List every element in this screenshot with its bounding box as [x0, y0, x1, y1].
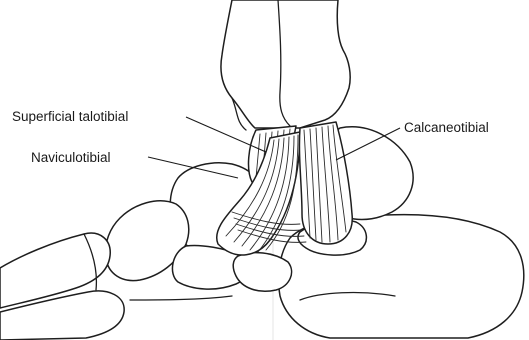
label-superficial-talotibial: Superficial talotibial — [12, 109, 128, 124]
metatarsal-joint-line-2 — [130, 296, 232, 300]
label-naviculotibial: Naviculotibial — [31, 150, 111, 165]
tibia-bone — [221, 0, 350, 128]
lower-bone-fragment — [233, 253, 291, 292]
label-calcaneotibial: Calcaneotibial — [404, 120, 489, 135]
